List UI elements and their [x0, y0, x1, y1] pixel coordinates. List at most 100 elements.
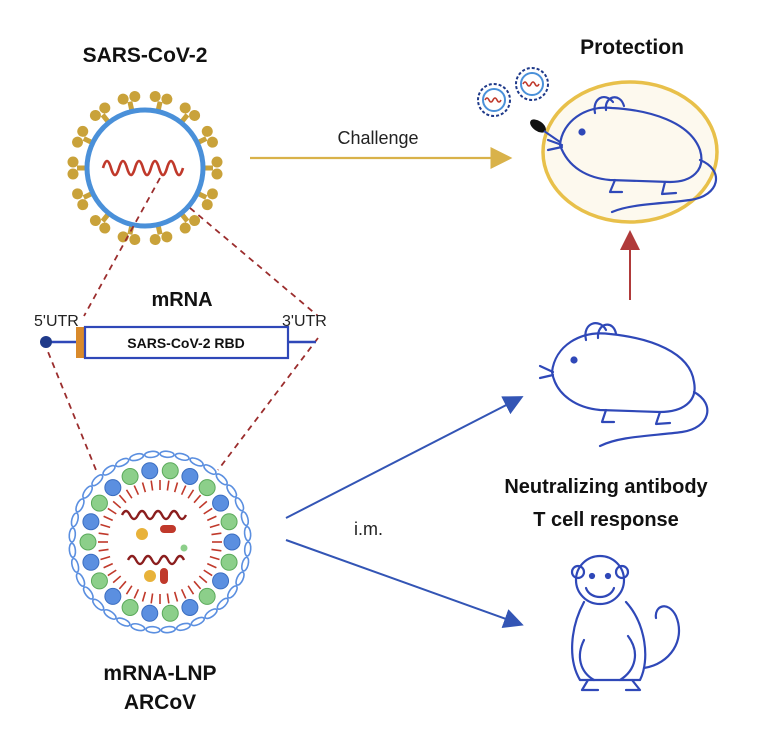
virus-title: SARS-CoV-2	[83, 44, 208, 67]
utr3-label: 3'UTR	[282, 313, 327, 330]
peg-chain	[243, 525, 252, 542]
lipid-tail	[98, 548, 109, 552]
peg-chain	[190, 616, 206, 627]
lipid-tail	[166, 593, 170, 604]
sars-cov-2-virion-icon	[67, 90, 223, 246]
peg-chain	[70, 557, 80, 573]
mrna-construct-icon	[40, 325, 316, 360]
lipid-head	[161, 462, 179, 480]
lipid-tail	[203, 507, 213, 515]
peg-chain	[174, 452, 190, 462]
lipid-tail	[203, 569, 213, 577]
peg-chain	[114, 457, 130, 468]
peg-chain	[216, 597, 229, 610]
utr5-label: 5'UTR	[34, 313, 79, 330]
peg-chain	[82, 485, 94, 499]
lipid-tail	[125, 489, 133, 499]
lipid-tail	[193, 494, 202, 504]
cap-icon	[40, 336, 52, 348]
peg-chain	[75, 498, 85, 513]
lipid-tail	[187, 585, 195, 595]
peg-chain	[226, 585, 238, 599]
peg-chain	[234, 496, 245, 512]
response-label-tcell: T cell response	[533, 509, 679, 531]
lipid-tail	[118, 494, 127, 504]
peg-chain	[215, 473, 228, 486]
syringe-icon	[530, 119, 561, 143]
lipid-tail	[118, 580, 127, 590]
lipid-tail	[198, 500, 208, 509]
peg-chain	[70, 512, 80, 528]
im-arrow-to-mouse	[285, 396, 524, 519]
lipid-tail	[173, 591, 179, 602]
protection-title: Protection	[580, 36, 684, 59]
lipid-tail	[180, 588, 187, 599]
peg-chain	[243, 541, 252, 557]
lipid-tail	[133, 588, 140, 599]
lipid-head	[223, 533, 241, 551]
lipid-head	[141, 604, 159, 622]
route-label: i.m.	[354, 519, 383, 539]
lipid-head	[121, 598, 139, 616]
lipid-tail	[198, 575, 208, 584]
lipid-tail	[209, 555, 220, 561]
lipid-tail	[125, 585, 133, 595]
peg-chain	[189, 457, 204, 467]
lipid-tail	[211, 532, 222, 536]
lipid-tails	[98, 480, 222, 604]
rbd-label: SARS-CoV-2 RBD	[127, 335, 244, 351]
peg-chain	[175, 622, 191, 632]
peg-chain	[240, 511, 250, 527]
peg-chain	[68, 527, 77, 543]
lipid-tail	[206, 562, 217, 569]
lipid-head	[181, 468, 199, 486]
lipid-head	[220, 513, 238, 531]
peg-chain	[160, 625, 177, 634]
lipid-head	[104, 479, 122, 497]
lipid-head	[212, 572, 230, 590]
lipid-head	[90, 494, 108, 512]
lipid-tail	[103, 515, 114, 522]
lipid-tail	[166, 480, 170, 491]
lipid-tail	[107, 507, 117, 515]
lipid-tail	[173, 482, 179, 493]
response-label-antibody: Neutralizing antibody	[504, 476, 708, 498]
virus-particle-icon	[515, 67, 549, 101]
peg-chain	[68, 542, 77, 559]
lipid-tail	[211, 548, 222, 552]
peg-chain	[240, 556, 250, 572]
lipid-tail	[209, 523, 220, 529]
virus-particle-icon	[477, 83, 511, 117]
lipid-head	[212, 494, 230, 512]
lipid-head	[198, 479, 216, 497]
challenge-label: Challenge	[337, 128, 418, 148]
lipid-tail	[180, 485, 187, 496]
lipid-tail	[206, 515, 217, 522]
lipid-head	[198, 587, 216, 605]
lipid-tail	[187, 489, 195, 499]
lipid-head	[161, 604, 179, 622]
protection-ring	[541, 80, 719, 224]
peg-chain	[92, 598, 105, 611]
peg-chain	[91, 474, 104, 487]
lipid-head	[82, 553, 100, 571]
peg-chain	[103, 608, 117, 620]
mouse-icon	[546, 96, 718, 214]
lipid-tail	[100, 555, 111, 561]
lipid-tail	[98, 532, 109, 536]
peg-chain	[130, 622, 146, 632]
lipid-tail	[112, 500, 122, 509]
peg-chain	[226, 484, 238, 498]
lipid-tail	[112, 575, 122, 584]
lipid-head	[104, 587, 122, 605]
viral-rna	[101, 159, 185, 177]
lipid-head	[79, 533, 97, 551]
lipid-tail	[150, 480, 154, 491]
lipid-head	[181, 598, 199, 616]
peg-chain	[143, 450, 160, 459]
dashed-connectors	[43, 177, 319, 471]
lnp-label-line1: mRNA-LNP	[103, 662, 216, 685]
lipid-head	[90, 572, 108, 590]
lipid-tail	[107, 569, 117, 577]
peg-chain	[145, 625, 161, 634]
